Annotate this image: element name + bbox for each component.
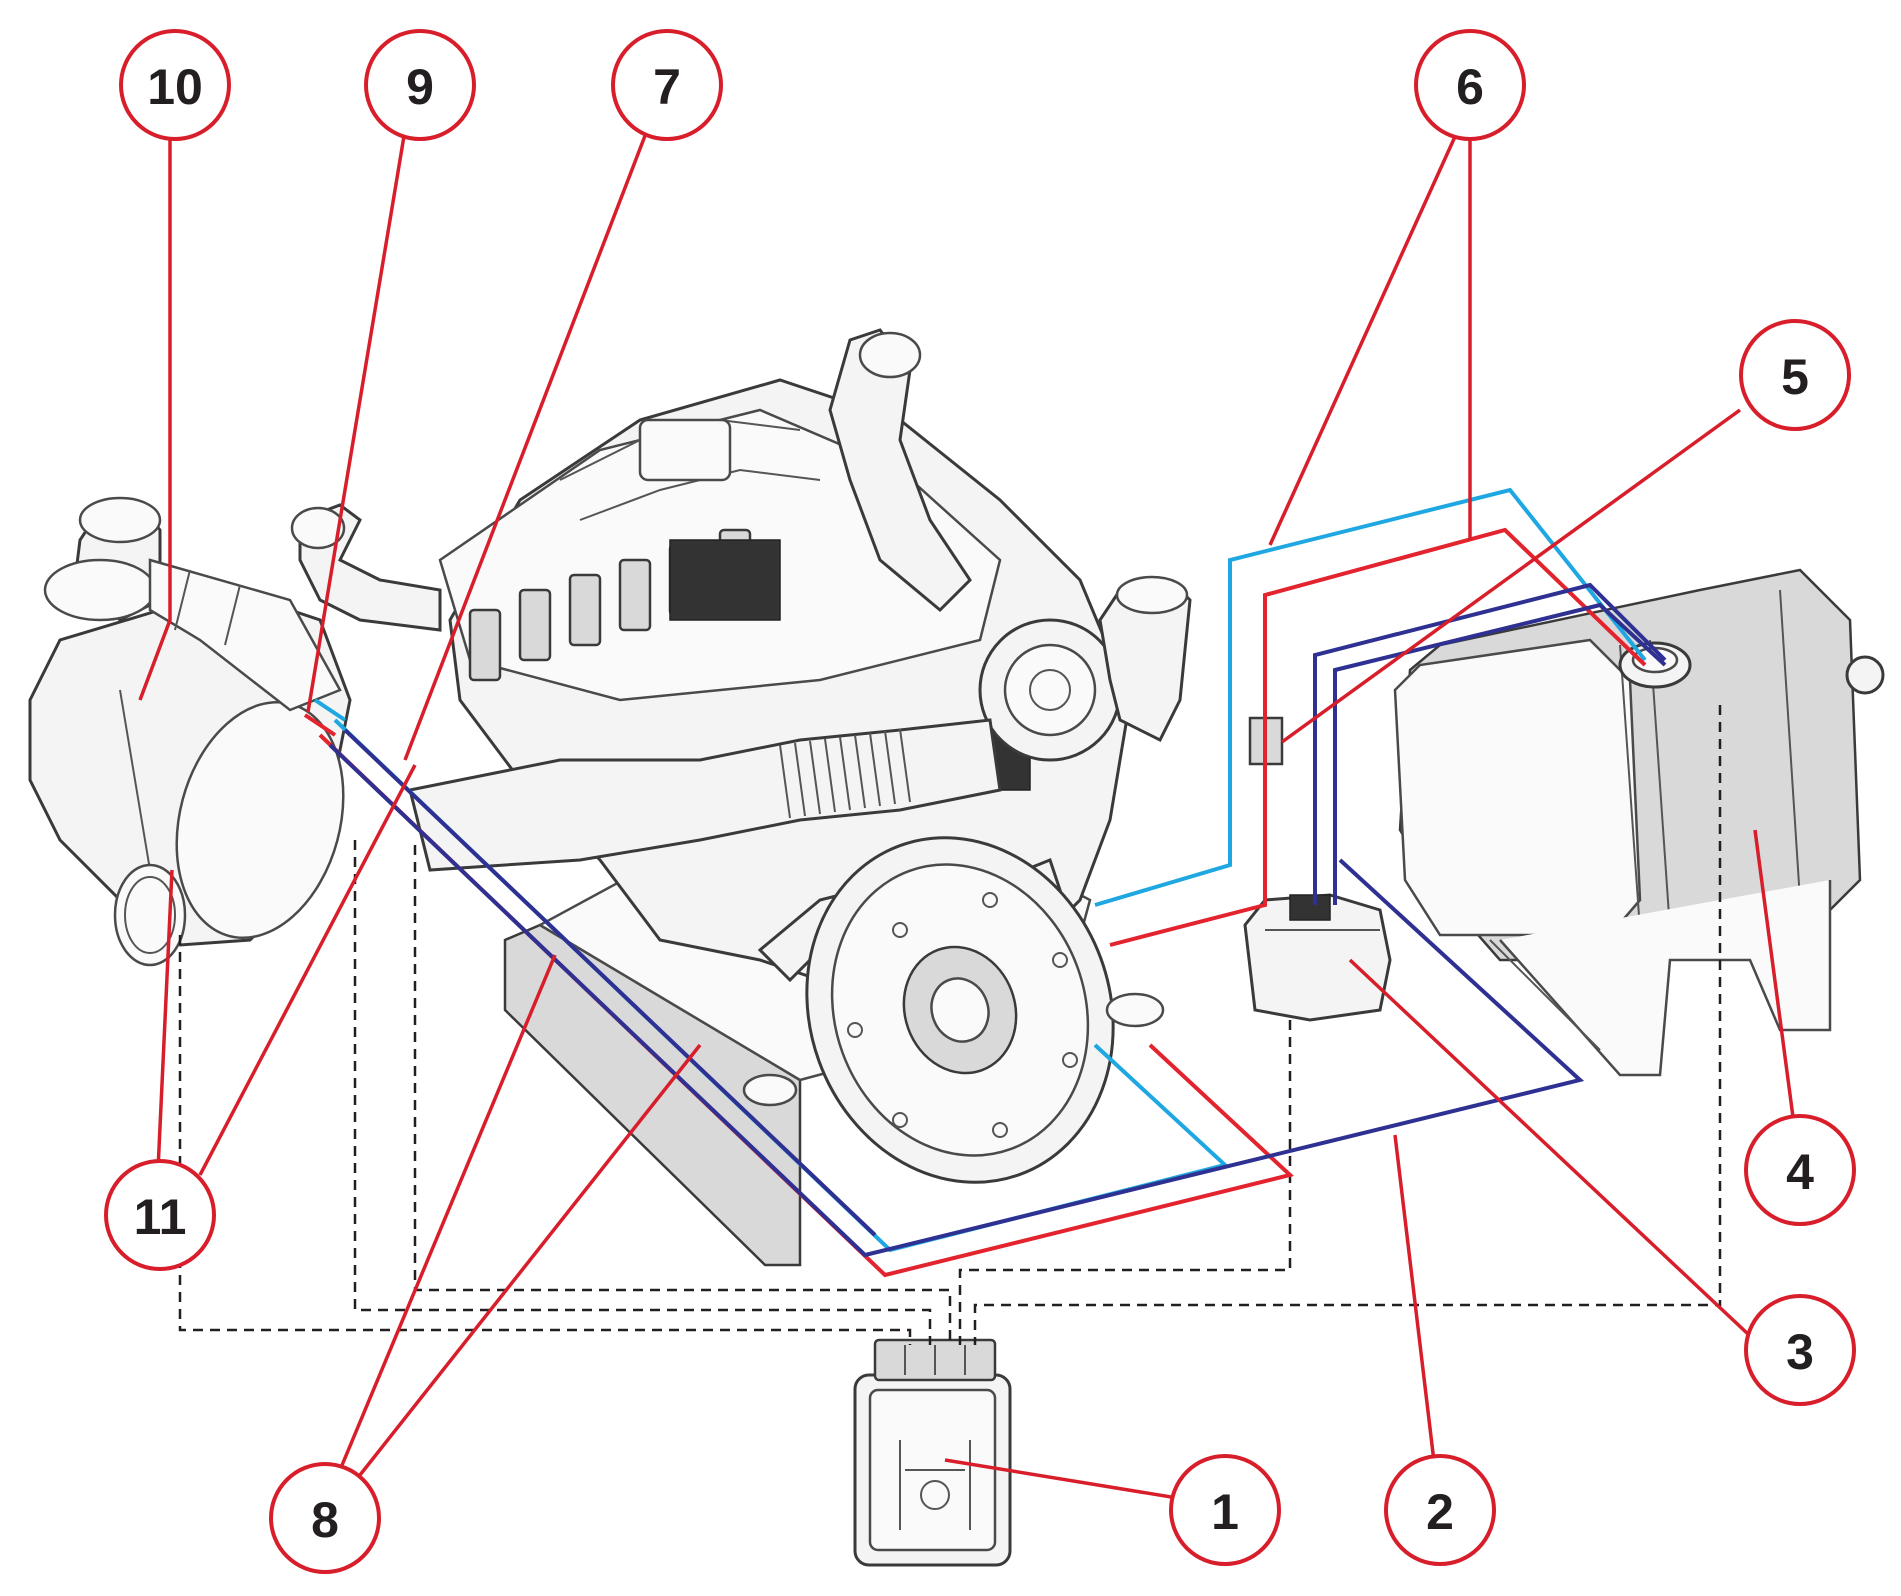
callout-6-label: 6 [1456,59,1484,115]
leader-9 [306,129,407,713]
callout-2-label: 2 [1426,1484,1454,1540]
dosing-module [1243,893,1392,1022]
wire-dosing-module [958,1020,1292,1345]
turbocharger [978,618,1122,762]
wire-sensor-9 [353,840,932,1345]
callout-11-label: 11 [134,1189,187,1245]
callout-7-label: 7 [653,59,681,115]
intake-air-pipe [828,328,972,613]
callout-6: 6 [1414,29,1526,141]
leader-2 [1393,1134,1437,1471]
dosing-module-body [1243,893,1392,1022]
callout-3: 3 [1744,1294,1856,1406]
callout-11: 11 [104,1159,216,1271]
callout-4: 4 [1744,1114,1856,1226]
leader-3 [1348,958,1767,1352]
callout-10: 10 [119,29,231,141]
wire-sensor-7 [413,845,952,1345]
leader-5 [1280,408,1742,744]
callout-9: 9 [364,29,476,141]
leader-8a [338,954,557,1471]
aftertreatment-mixer-pipe [148,558,342,712]
def-tank-frame [1499,880,1832,1077]
callout-7: 7 [611,29,723,141]
callout-5: 5 [1739,319,1851,431]
leader-8b [358,1043,702,1477]
aftertreatment-unit [28,496,352,967]
engine-mount-right [1105,992,1165,1028]
callout-8: 8 [269,1462,381,1574]
def-line-navy-2 [343,602,1667,1237]
flywheel [805,836,1115,1184]
leader-7 [403,127,650,761]
callout-2: 2 [1384,1454,1496,1566]
signal-wires [178,705,1722,1345]
engine-intake-throttle [638,418,732,482]
callout-10-label: 10 [147,59,203,115]
callout-8-label: 8 [311,1492,339,1548]
ecu-module [853,1338,1012,1567]
leader-6a [1268,129,1460,546]
fluid-lines [303,487,1667,1278]
leader-11b [198,764,417,1176]
leader-4 [1753,829,1802,1171]
callout-1: 1 [1169,1454,1281,1566]
exhaust-pipe [408,718,1002,872]
callout-9-label: 9 [406,59,434,115]
def-tank-face [1393,638,1642,937]
leader-10 [138,130,172,701]
engine-assembly [290,328,1192,1267]
callout-1-label: 1 [1211,1484,1239,1540]
leader-lines [138,127,1802,1507]
exhaust-bellows [779,728,911,819]
callout-4-label: 4 [1786,1144,1814,1200]
wire-def-tank [973,705,1722,1345]
def-tank-assembly [1393,568,1885,1077]
callout-5-label: 5 [1781,349,1809,405]
callout-3-label: 3 [1786,1324,1814,1380]
def-tank-breather [1845,655,1885,695]
engine-mount-left [742,1073,798,1107]
leader-11a [156,869,174,1171]
